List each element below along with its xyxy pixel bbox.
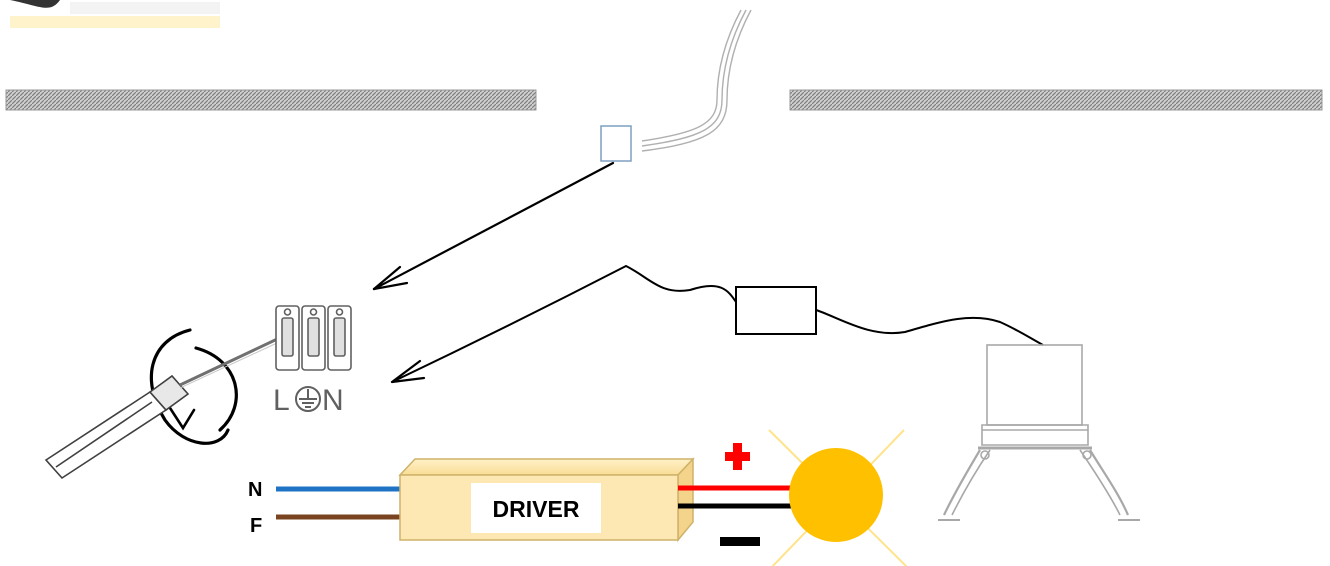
terminal-block-icon [275,305,352,371]
supply-cable [641,9,752,152]
driver-label: DRIVER [493,496,580,522]
minus-sign [720,537,760,546]
connector-arrow [372,161,615,291]
phase-label: F [250,515,262,537]
terminal-label-l: L [273,384,290,417]
connector-icon [600,125,632,162]
fixture-cable [391,264,737,383]
plus-sign [725,443,750,470]
earth-symbol-icon [295,386,321,412]
rotation-arrow-icon [149,328,238,445]
downlight-fixture-icon [938,344,1140,521]
terminal-label-n: N [322,384,344,417]
neutral-label: N [248,479,262,501]
driver-label-plate [471,483,601,533]
inline-connector-icon [735,286,817,335]
lamp-icon [789,448,883,542]
screwdriver-icon [44,331,291,480]
ceiling-left [5,89,537,111]
ceiling-right [789,89,1323,111]
logo-icon [10,0,220,28]
